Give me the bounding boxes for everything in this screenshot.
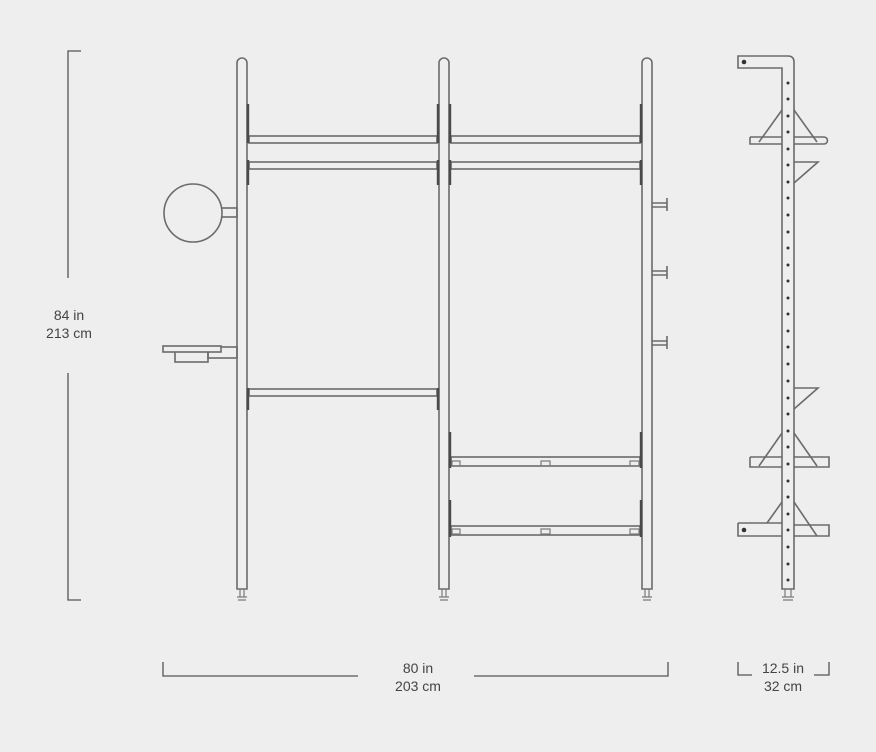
side-hook-3 xyxy=(652,336,668,349)
upright-right xyxy=(641,57,653,601)
right-bay-top-shelf-2 xyxy=(448,160,643,185)
depth-imperial: 12.5 in xyxy=(761,660,805,676)
height-dimension-line xyxy=(67,50,81,601)
width-imperial: 80 in xyxy=(402,660,434,676)
depth-label: 12.5 in 32 cm xyxy=(753,659,813,695)
height-metric: 213 cm xyxy=(46,325,92,341)
upright-hole-dots xyxy=(786,81,790,582)
right-bay-lower-shelf-2 xyxy=(448,500,643,537)
side-hook-1 xyxy=(652,198,668,211)
side-tray xyxy=(162,345,238,363)
upright-left xyxy=(236,57,248,601)
side-profile-view xyxy=(737,55,830,601)
round-mirror xyxy=(163,183,238,243)
width-metric: 203 cm xyxy=(395,678,441,694)
height-imperial: 84 in xyxy=(53,307,85,323)
left-bay-top-shelf-2 xyxy=(246,160,440,185)
right-bay-lower-shelf-1 xyxy=(448,432,643,468)
width-dimension-line xyxy=(162,662,669,677)
left-bay-top-shelf-1 xyxy=(246,104,440,144)
height-label: 84 in 213 cm xyxy=(34,306,104,342)
side-hook-2 xyxy=(652,266,668,279)
upright-middle xyxy=(438,57,450,601)
depth-metric: 32 cm xyxy=(763,678,803,694)
depth-dimension-line xyxy=(737,662,830,676)
left-bay-lower-shelf xyxy=(246,388,440,410)
right-bay-top-shelf-1 xyxy=(448,104,643,144)
width-label: 80 in 203 cm xyxy=(378,659,458,695)
